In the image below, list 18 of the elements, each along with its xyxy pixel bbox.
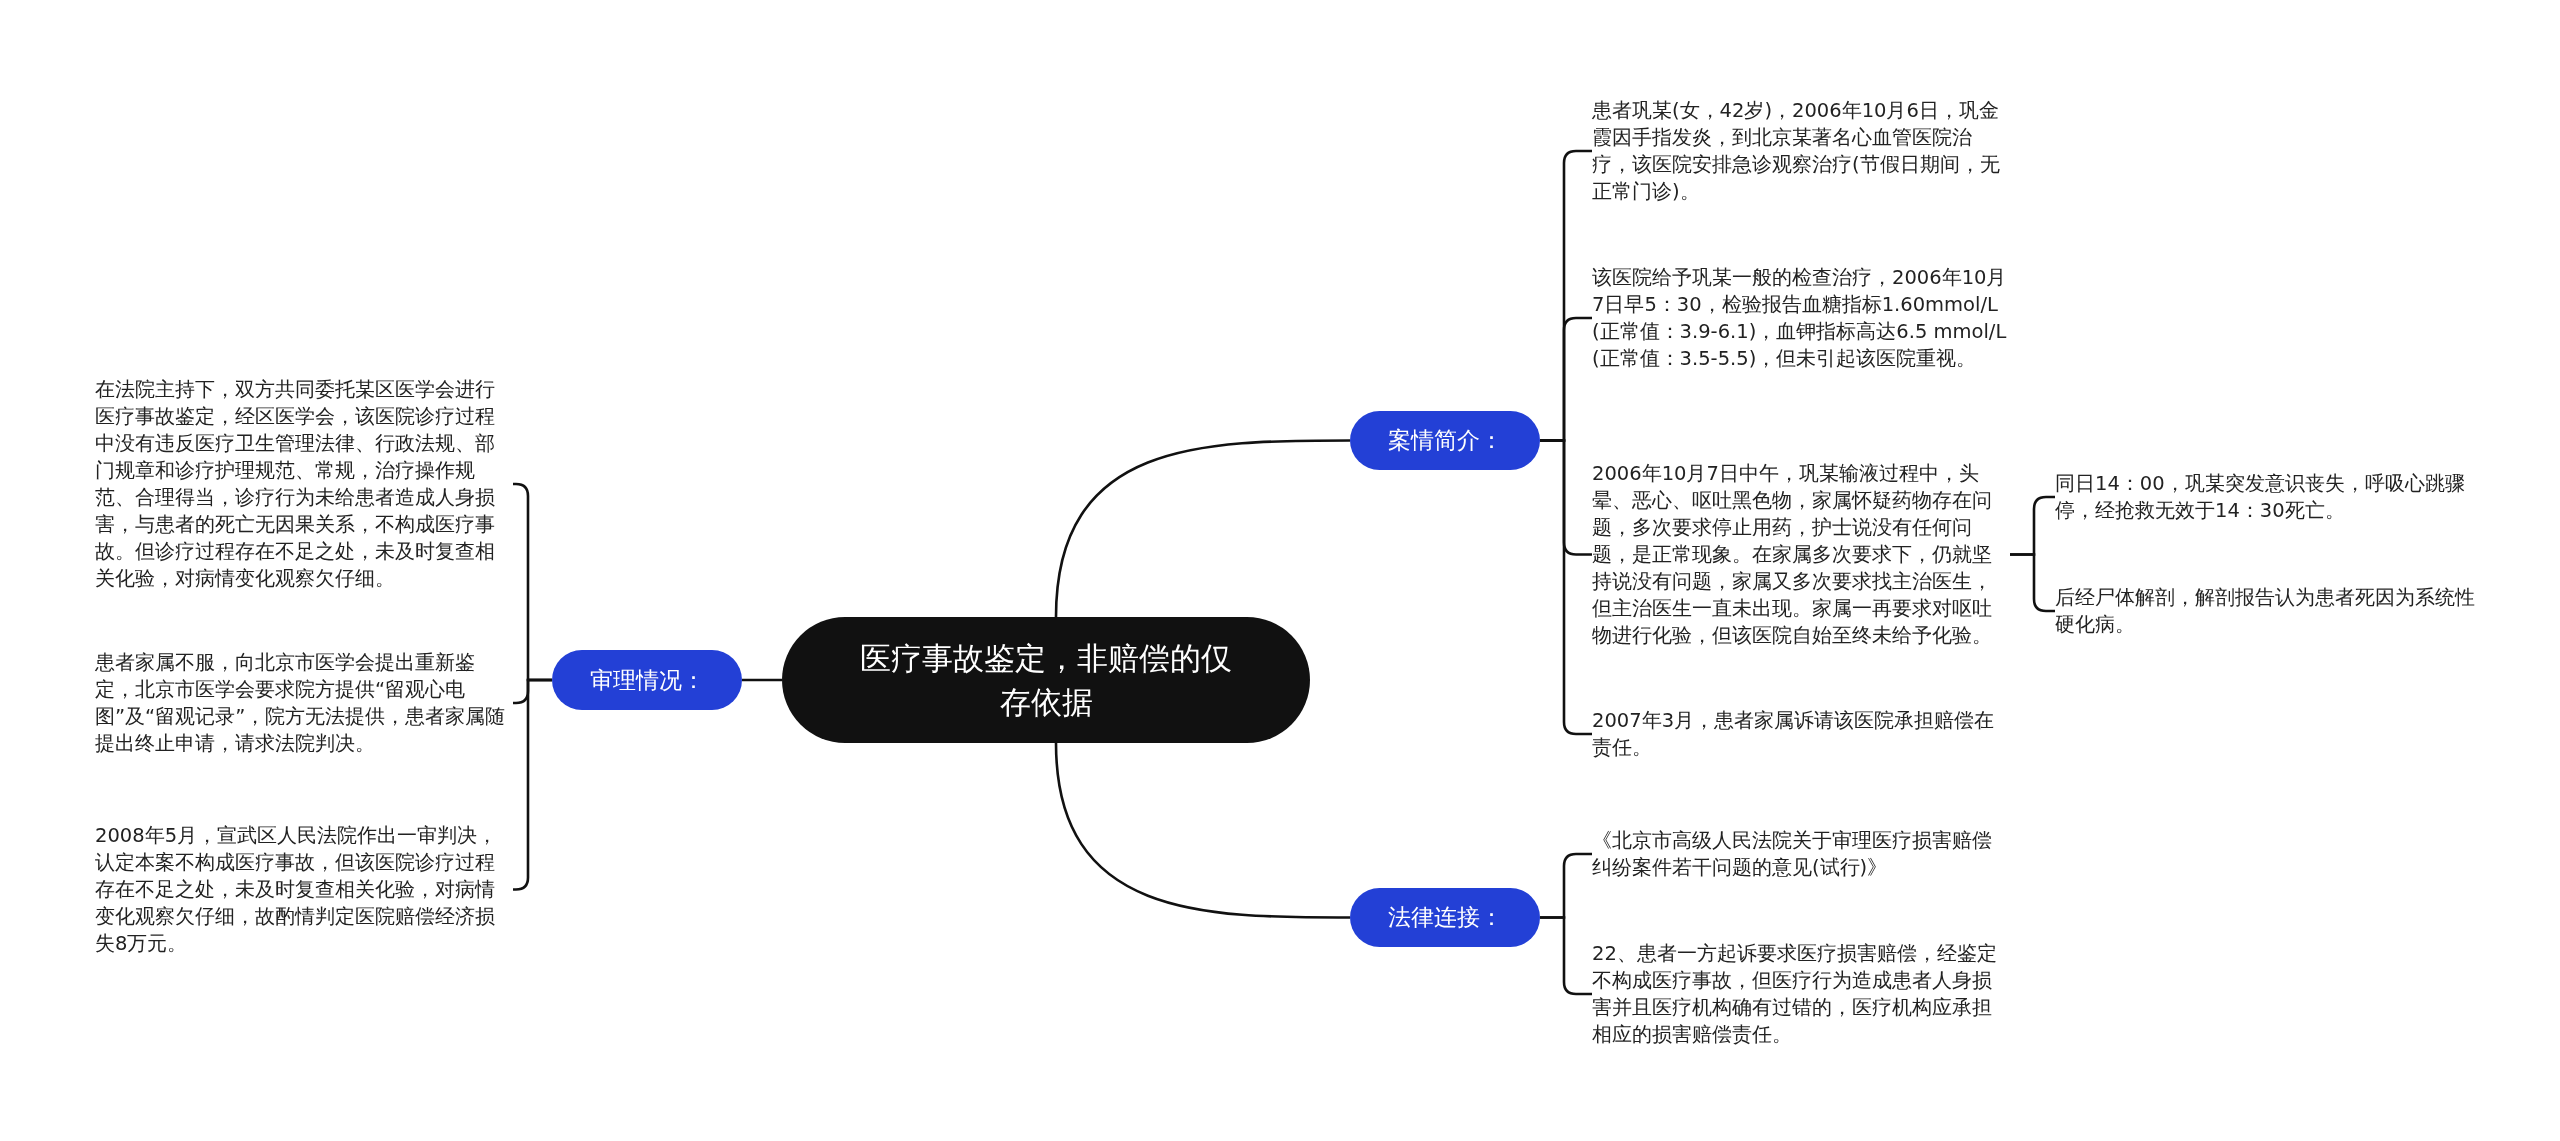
note-text: 患者家属不服，向北京市医学会提出重新鉴定，北京市医学会要求院方提供“留观心电图”及“留观记录”，院方无法提供，患者家属随提出终止申请，请求法院判决。 <box>95 649 513 757</box>
connector-line <box>1054 439 1350 618</box>
connector-line <box>742 678 782 682</box>
note-text: 《北京市高级人民法院关于审理医疗损害赔偿纠纷案件若干问题的意见(试行)》 <box>1592 827 2010 881</box>
note-text: 患者巩某(女，42岁)，2006年10月6日，巩金霞因手指发炎，到北京某著名心血管医院治疗，该医院安排急诊观察治疗(节假日期间，无正常门诊)。 <box>1592 97 2010 205</box>
note-text: 2007年3月，患者家属诉请该医院承担赔偿在责任。 <box>1592 707 2010 761</box>
note-text: 后经尸体解剖，解剖报告认为患者死因为系统性硬化病。 <box>2055 584 2485 638</box>
connector-line <box>1054 742 1350 919</box>
note-text: 在法院主持下，双方共同委托某区医学会进行医疗事故鉴定，经区医学会，该医院诊疗过程中没有违反医疗卫生管理法律、行政法规、部门规章和诊疗护理规范、常规，治疗操作规范、合理得当，诊疗行为未给患者造成人身损害，与患者的死亡无因果关系，不构成医疗事故。但诊疗过程存在不足之处，未及时复查相关化验，对病情变化观察欠仔细。 <box>95 376 513 592</box>
note-text: 该医院给予巩某一般的检查治疗，2006年10月7日早5：30，检验报告血糖指标1.60mmol/L(正常值：3.9-6.1)，血钾指标高达6.5 mmol/L(正常值：3.5-5.5)，但未引起该医院重视。 <box>1592 264 2010 372</box>
note-text: 22、患者一方起诉要求医疗损害赔偿，经鉴定不构成医疗事故，但医疗行为造成患者人身损害并且医疗机构确有过错的，医疗机构应承担相应的损害赔偿责任。 <box>1592 940 2010 1048</box>
topic-pill: 审理情况： <box>552 650 742 710</box>
topic-pill: 法律连接： <box>1350 888 1540 947</box>
note-text: 2006年10月7日中午，巩某输液过程中，头晕、恶心、呕吐黑色物，家属怀疑药物存在问题，多次要求停止用药，护士说没有任何问题，是正常现象。在家属多次要求下，仍就坚持说没有问题，家属又多次要求找主治医生，但主治医生一直未出现。家属一再要求对呕吐物进行化验，但该医院自始至终未给予化验。 <box>1592 460 2010 649</box>
note-text: 同日14：00，巩某突发意识丧失，呼吸心跳骤停，经抢救无效于14：30死亡。 <box>2055 470 2485 524</box>
topic-pill: 案情简介： <box>1350 411 1540 470</box>
note-text: 2008年5月，宣武区人民法院作出一审判决，认定本案不构成医疗事故，但该医院诊疗过程存在不足之处，未及时复查相关化验，对病情变化观察欠仔细，故酌情判定医院赔偿经济损失8万元。 <box>95 822 513 957</box>
central-topic: 医疗事故鉴定，非赔偿的仅存依据 <box>782 617 1310 743</box>
